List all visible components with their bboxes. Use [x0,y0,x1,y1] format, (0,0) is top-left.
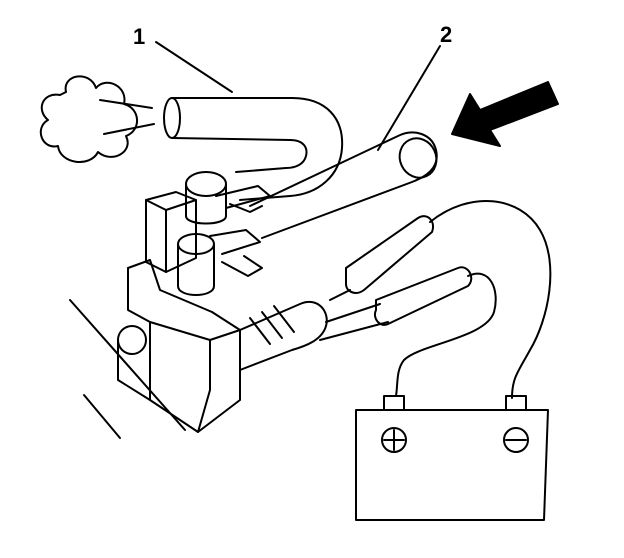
upper-fitting [185,171,271,225]
battery [355,395,549,521]
lower-lead [319,266,497,397]
upper-lead [329,200,552,399]
minus-in-circle-icon [503,427,529,453]
mounting-surface [69,299,186,439]
callout-leaders [155,41,441,151]
callout-1-label: 1 [133,24,146,49]
vacuum-hose-1 [163,97,344,201]
air-cloud-icon [39,75,155,164]
connector-block [145,191,197,273]
plus-in-circle-icon [381,427,407,453]
lower-fitting [177,229,263,296]
hose-2 [249,131,438,239]
arrow-left-down-icon [451,81,559,147]
solenoid-body [117,259,241,433]
wiring-harness [239,301,328,371]
callout-2-label: 2 [440,22,453,47]
